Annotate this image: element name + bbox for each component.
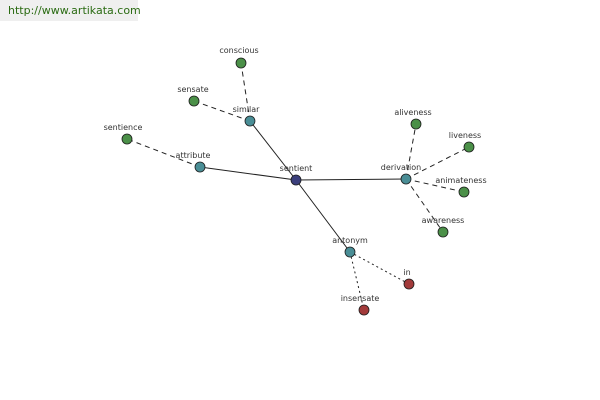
node-dot-in[interactable] xyxy=(403,278,415,290)
site-url-banner[interactable]: http://www.artikata.com xyxy=(0,0,141,21)
node-dot-conscious[interactable] xyxy=(235,57,247,69)
node-dot-sentient[interactable] xyxy=(290,174,302,186)
node-label-attribute[interactable]: attribute xyxy=(176,151,211,160)
edges-layer xyxy=(126,62,470,311)
node-in[interactable]: in xyxy=(403,268,415,290)
node-sentience[interactable]: sentience xyxy=(104,123,143,145)
node-derivation[interactable]: derivation xyxy=(381,163,421,185)
node-similar[interactable]: similar xyxy=(233,105,261,127)
node-dot-antonym[interactable] xyxy=(344,246,356,258)
edge-derivation-aliveness xyxy=(405,123,417,180)
node-dot-sensate[interactable] xyxy=(188,95,200,107)
node-dot-aliveness[interactable] xyxy=(410,118,422,130)
node-awareness[interactable]: awareness xyxy=(422,216,465,238)
site-url-text[interactable]: http://www.artikata.com xyxy=(8,4,141,17)
node-insensate[interactable]: insensate xyxy=(341,294,380,316)
node-label-sentient[interactable]: sentient xyxy=(280,164,313,173)
node-dot-sentience[interactable] xyxy=(121,133,133,145)
node-label-antonym[interactable]: antonym xyxy=(332,236,368,245)
node-attribute[interactable]: attribute xyxy=(176,151,211,173)
node-dot-attribute[interactable] xyxy=(194,161,206,173)
edge-antonym-in xyxy=(349,251,410,285)
nodes-layer: sentient similar attribute derivation antony… xyxy=(104,46,487,316)
edge-derivation-awareness xyxy=(405,178,444,233)
edge-similar-sensate xyxy=(193,100,251,122)
node-label-sentience[interactable]: sentience xyxy=(104,123,143,132)
node-dot-insensate[interactable] xyxy=(358,304,370,316)
node-aliveness[interactable]: aliveness xyxy=(394,108,432,130)
node-sensate[interactable]: sensate xyxy=(177,85,209,107)
node-dot-derivation[interactable] xyxy=(400,173,412,185)
node-label-awareness[interactable]: awareness xyxy=(422,216,465,225)
node-antonym[interactable]: antonym xyxy=(332,236,368,258)
node-dot-animateness[interactable] xyxy=(458,186,470,198)
edge-sentient-attribute xyxy=(199,166,297,181)
node-label-similar[interactable]: similar xyxy=(233,105,261,114)
edge-sentient-similar xyxy=(249,120,297,181)
node-label-in[interactable]: in xyxy=(403,268,410,277)
node-label-liveness[interactable]: liveness xyxy=(449,131,481,140)
edge-sentient-antonym xyxy=(295,179,351,253)
edge-derivation-liveness xyxy=(405,146,470,180)
node-liveness[interactable]: liveness xyxy=(449,131,481,153)
node-conscious[interactable]: conscious xyxy=(219,46,259,69)
edge-attribute-sentience xyxy=(126,138,201,168)
node-dot-similar[interactable] xyxy=(244,115,256,127)
edge-derivation-animateness xyxy=(405,178,465,193)
node-label-aliveness[interactable]: aliveness xyxy=(394,108,431,117)
node-label-derivation[interactable]: derivation xyxy=(381,163,421,172)
node-label-conscious[interactable]: conscious xyxy=(219,46,258,55)
node-label-animateness[interactable]: animateness xyxy=(435,176,486,185)
edge-sentient-derivation xyxy=(295,178,407,181)
node-dot-awareness[interactable] xyxy=(437,226,449,238)
node-label-insensate[interactable]: insensate xyxy=(341,294,380,303)
node-label-sensate[interactable]: sensate xyxy=(177,85,208,94)
node-animateness[interactable]: animateness xyxy=(435,176,487,198)
node-sentient[interactable]: sentient xyxy=(280,164,313,186)
edge-similar-conscious xyxy=(240,62,251,122)
node-dot-liveness[interactable] xyxy=(463,141,475,153)
